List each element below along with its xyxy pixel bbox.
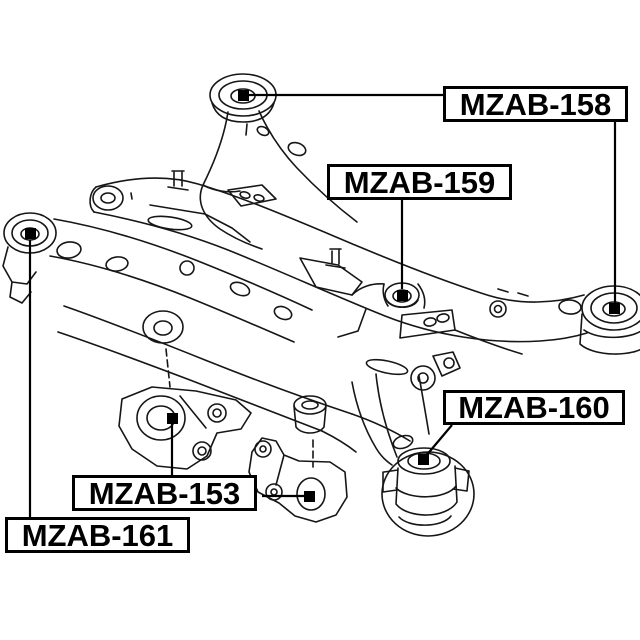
part-label-mzab-160: MZAB-160 [443,390,625,425]
subframe-artwork [2,73,640,537]
bushing-middle [382,282,426,309]
attachment-marker-icon-158a [238,90,249,101]
part-label-mzab-159: MZAB-159 [327,164,512,200]
mid-brackets [147,184,456,339]
attachment-marker-icon-160 [418,454,429,465]
leader-lines [28,93,617,517]
assembly-dashed-line-left [165,348,171,388]
attachment-markers [25,90,620,502]
bushing-right-crossmember [489,285,640,355]
attachment-marker-icon-153a [167,413,178,424]
part-label-mzab-153: MZAB-153 [72,475,257,511]
attachment-marker-icon-159 [397,290,408,301]
attachment-marker-icon-161 [25,228,36,239]
bracket-arm-bushing [118,386,252,470]
attachment-marker-icon-158b [609,303,620,314]
disc-mount [142,310,184,388]
lower-beam [57,305,411,453]
left-arm [49,218,313,343]
part-label-mzab-158: MZAB-158 [443,86,628,122]
part-label-mzab-161: MZAB-161 [5,517,190,553]
leader-line-mzab-160 [424,424,453,458]
small-cylinder-mount [293,395,327,468]
differential-mount-bracket [248,437,348,523]
lower-right-arm-bushing [351,351,475,537]
attachment-marker-icon-153b [304,491,315,502]
mounting-studs [167,170,346,269]
